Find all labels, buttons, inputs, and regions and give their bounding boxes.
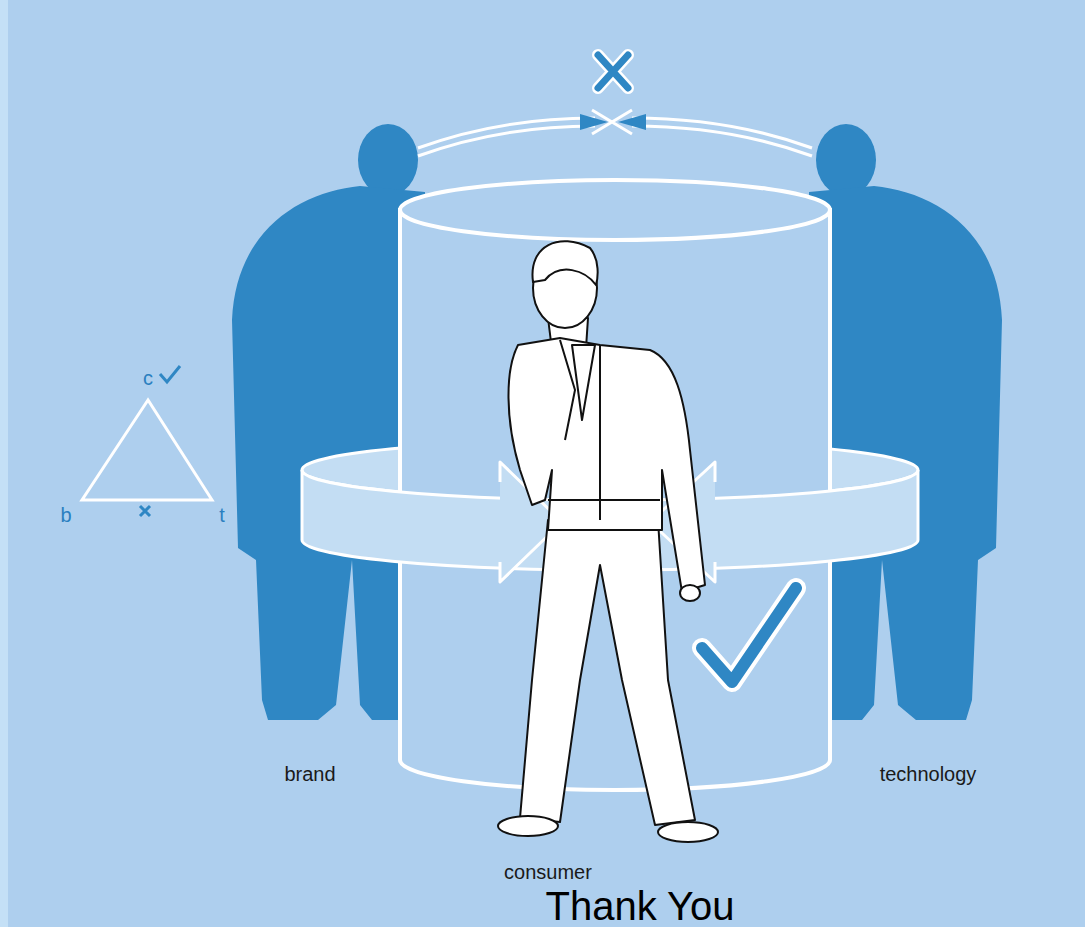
triangle-symbol	[82, 366, 212, 516]
triangle-letter: b	[60, 505, 71, 525]
top-arrows	[418, 55, 812, 156]
brand-silhouette	[232, 124, 425, 720]
part-name: brand	[284, 764, 335, 784]
consumer-figure	[498, 241, 718, 842]
part-name: technology	[880, 764, 977, 784]
triangle-letter: c	[143, 368, 153, 388]
cylinder	[400, 180, 830, 790]
technology-silhouette	[809, 124, 1002, 720]
triangle-letter: t	[219, 505, 225, 525]
closing-text: Thank You	[545, 886, 734, 926]
part-name: consumer	[504, 862, 592, 882]
